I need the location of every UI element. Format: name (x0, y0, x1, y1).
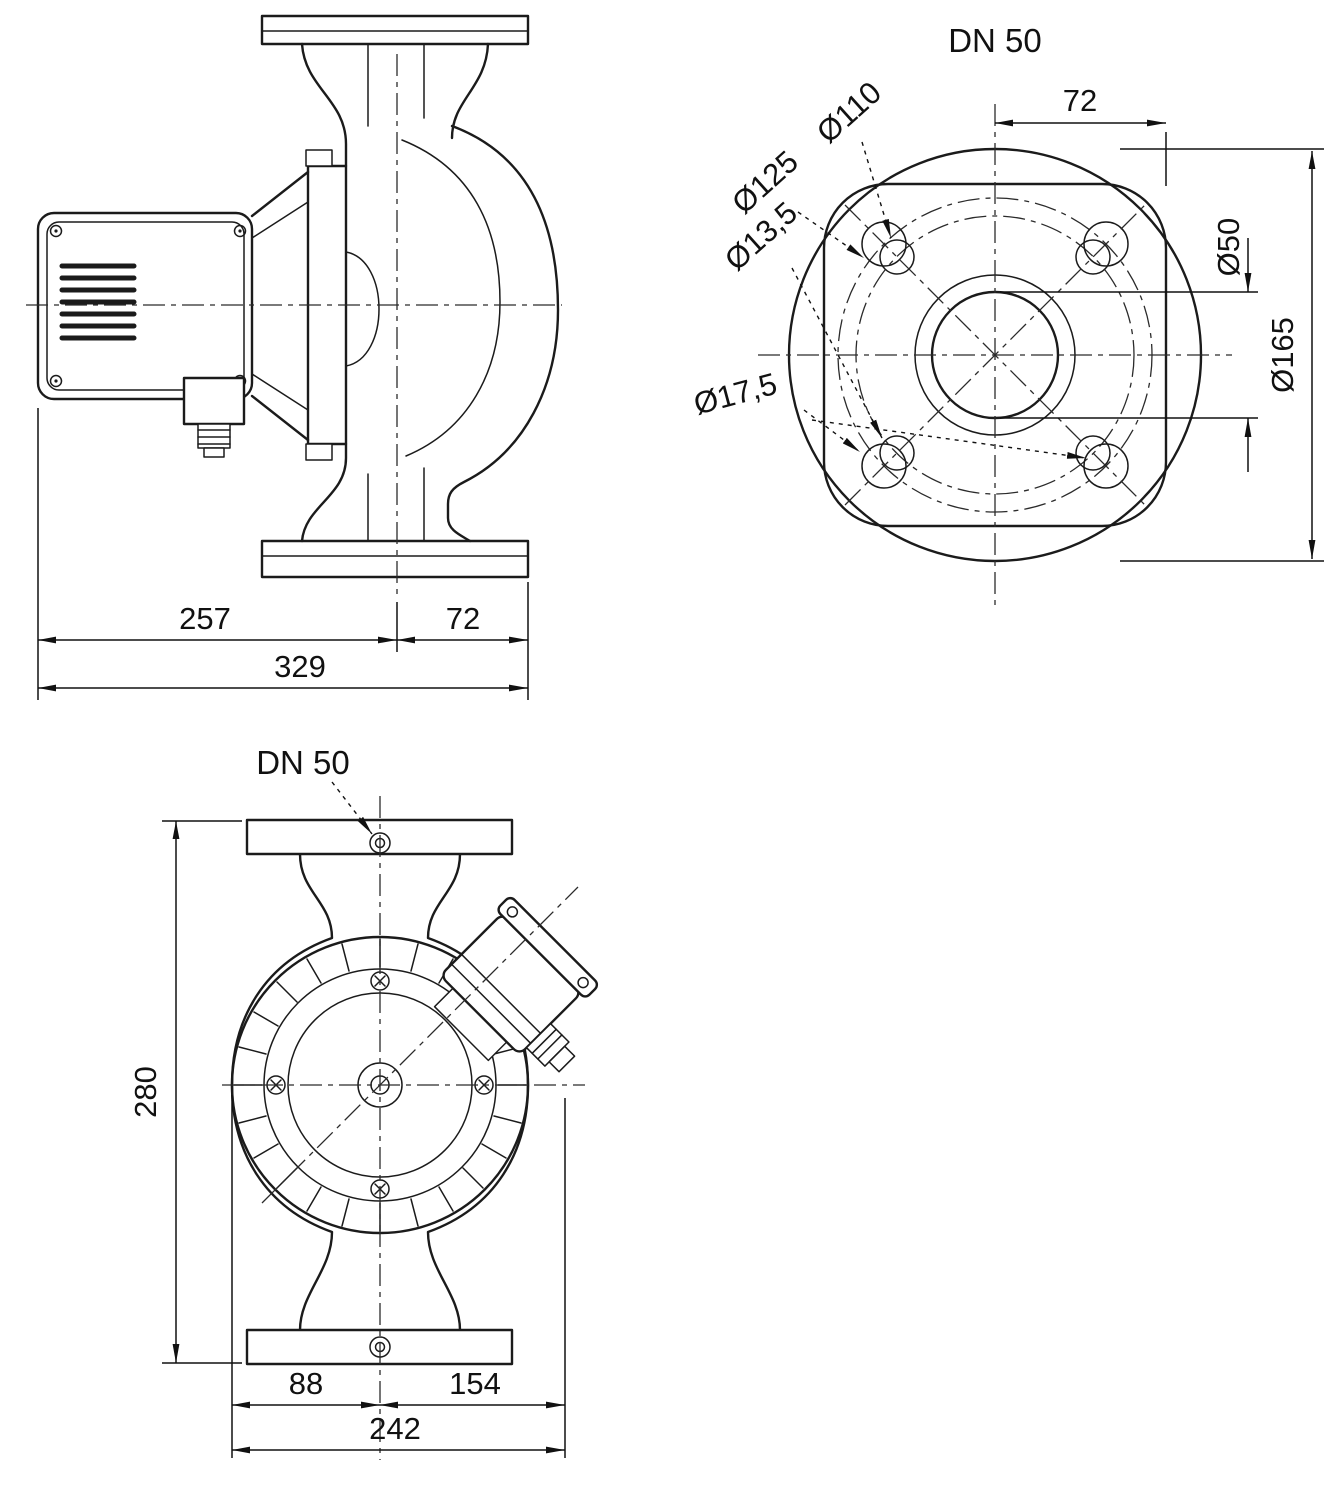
flange-view: 72 Ø165 Ø50 Ø110 Ø125 Ø13,5 Ø17,5 DN 50 (690, 22, 1324, 606)
dim-88-label: 88 (289, 1366, 323, 1401)
dim-165-label: Ø165 (1265, 317, 1300, 393)
dim-72-flange-label: 72 (1063, 83, 1097, 118)
dim-50-label: Ø50 (1211, 218, 1246, 277)
dim-280-label: 280 (128, 1066, 163, 1118)
front-view: DN 50 280 88 154 242 (128, 744, 599, 1460)
dim-72-side-label: 72 (446, 601, 480, 636)
dim-242-label: 242 (369, 1411, 421, 1446)
front-label-dn50: DN 50 (256, 744, 350, 781)
terminal-box-side (182, 376, 246, 458)
front-dims-bottom: 88 154 242 (231, 1095, 566, 1458)
motor-vent-slots (59, 263, 137, 341)
dim-154-label: 154 (449, 1366, 501, 1401)
front-diagonal-centerline (261, 886, 579, 1204)
front-dim-280: 280 (128, 820, 242, 1364)
flange-dim-72: 72 (995, 83, 1167, 186)
terminal-box-front (433, 896, 599, 1073)
side-view: 257 72 329 (26, 14, 562, 700)
side-dimensions: 257 72 329 (37, 408, 529, 700)
flange-title-dn50: DN 50 (948, 22, 1042, 59)
motor-body (36, 211, 254, 401)
dim-17-5-label: Ø17,5 (690, 366, 781, 422)
flange-dim-165: Ø165 (1120, 148, 1324, 562)
dim-110-label: Ø110 (810, 75, 888, 150)
flange-dim-50: Ø50 (1000, 218, 1258, 472)
dim-257-label: 257 (179, 601, 231, 636)
dim-329-label: 329 (274, 649, 326, 684)
